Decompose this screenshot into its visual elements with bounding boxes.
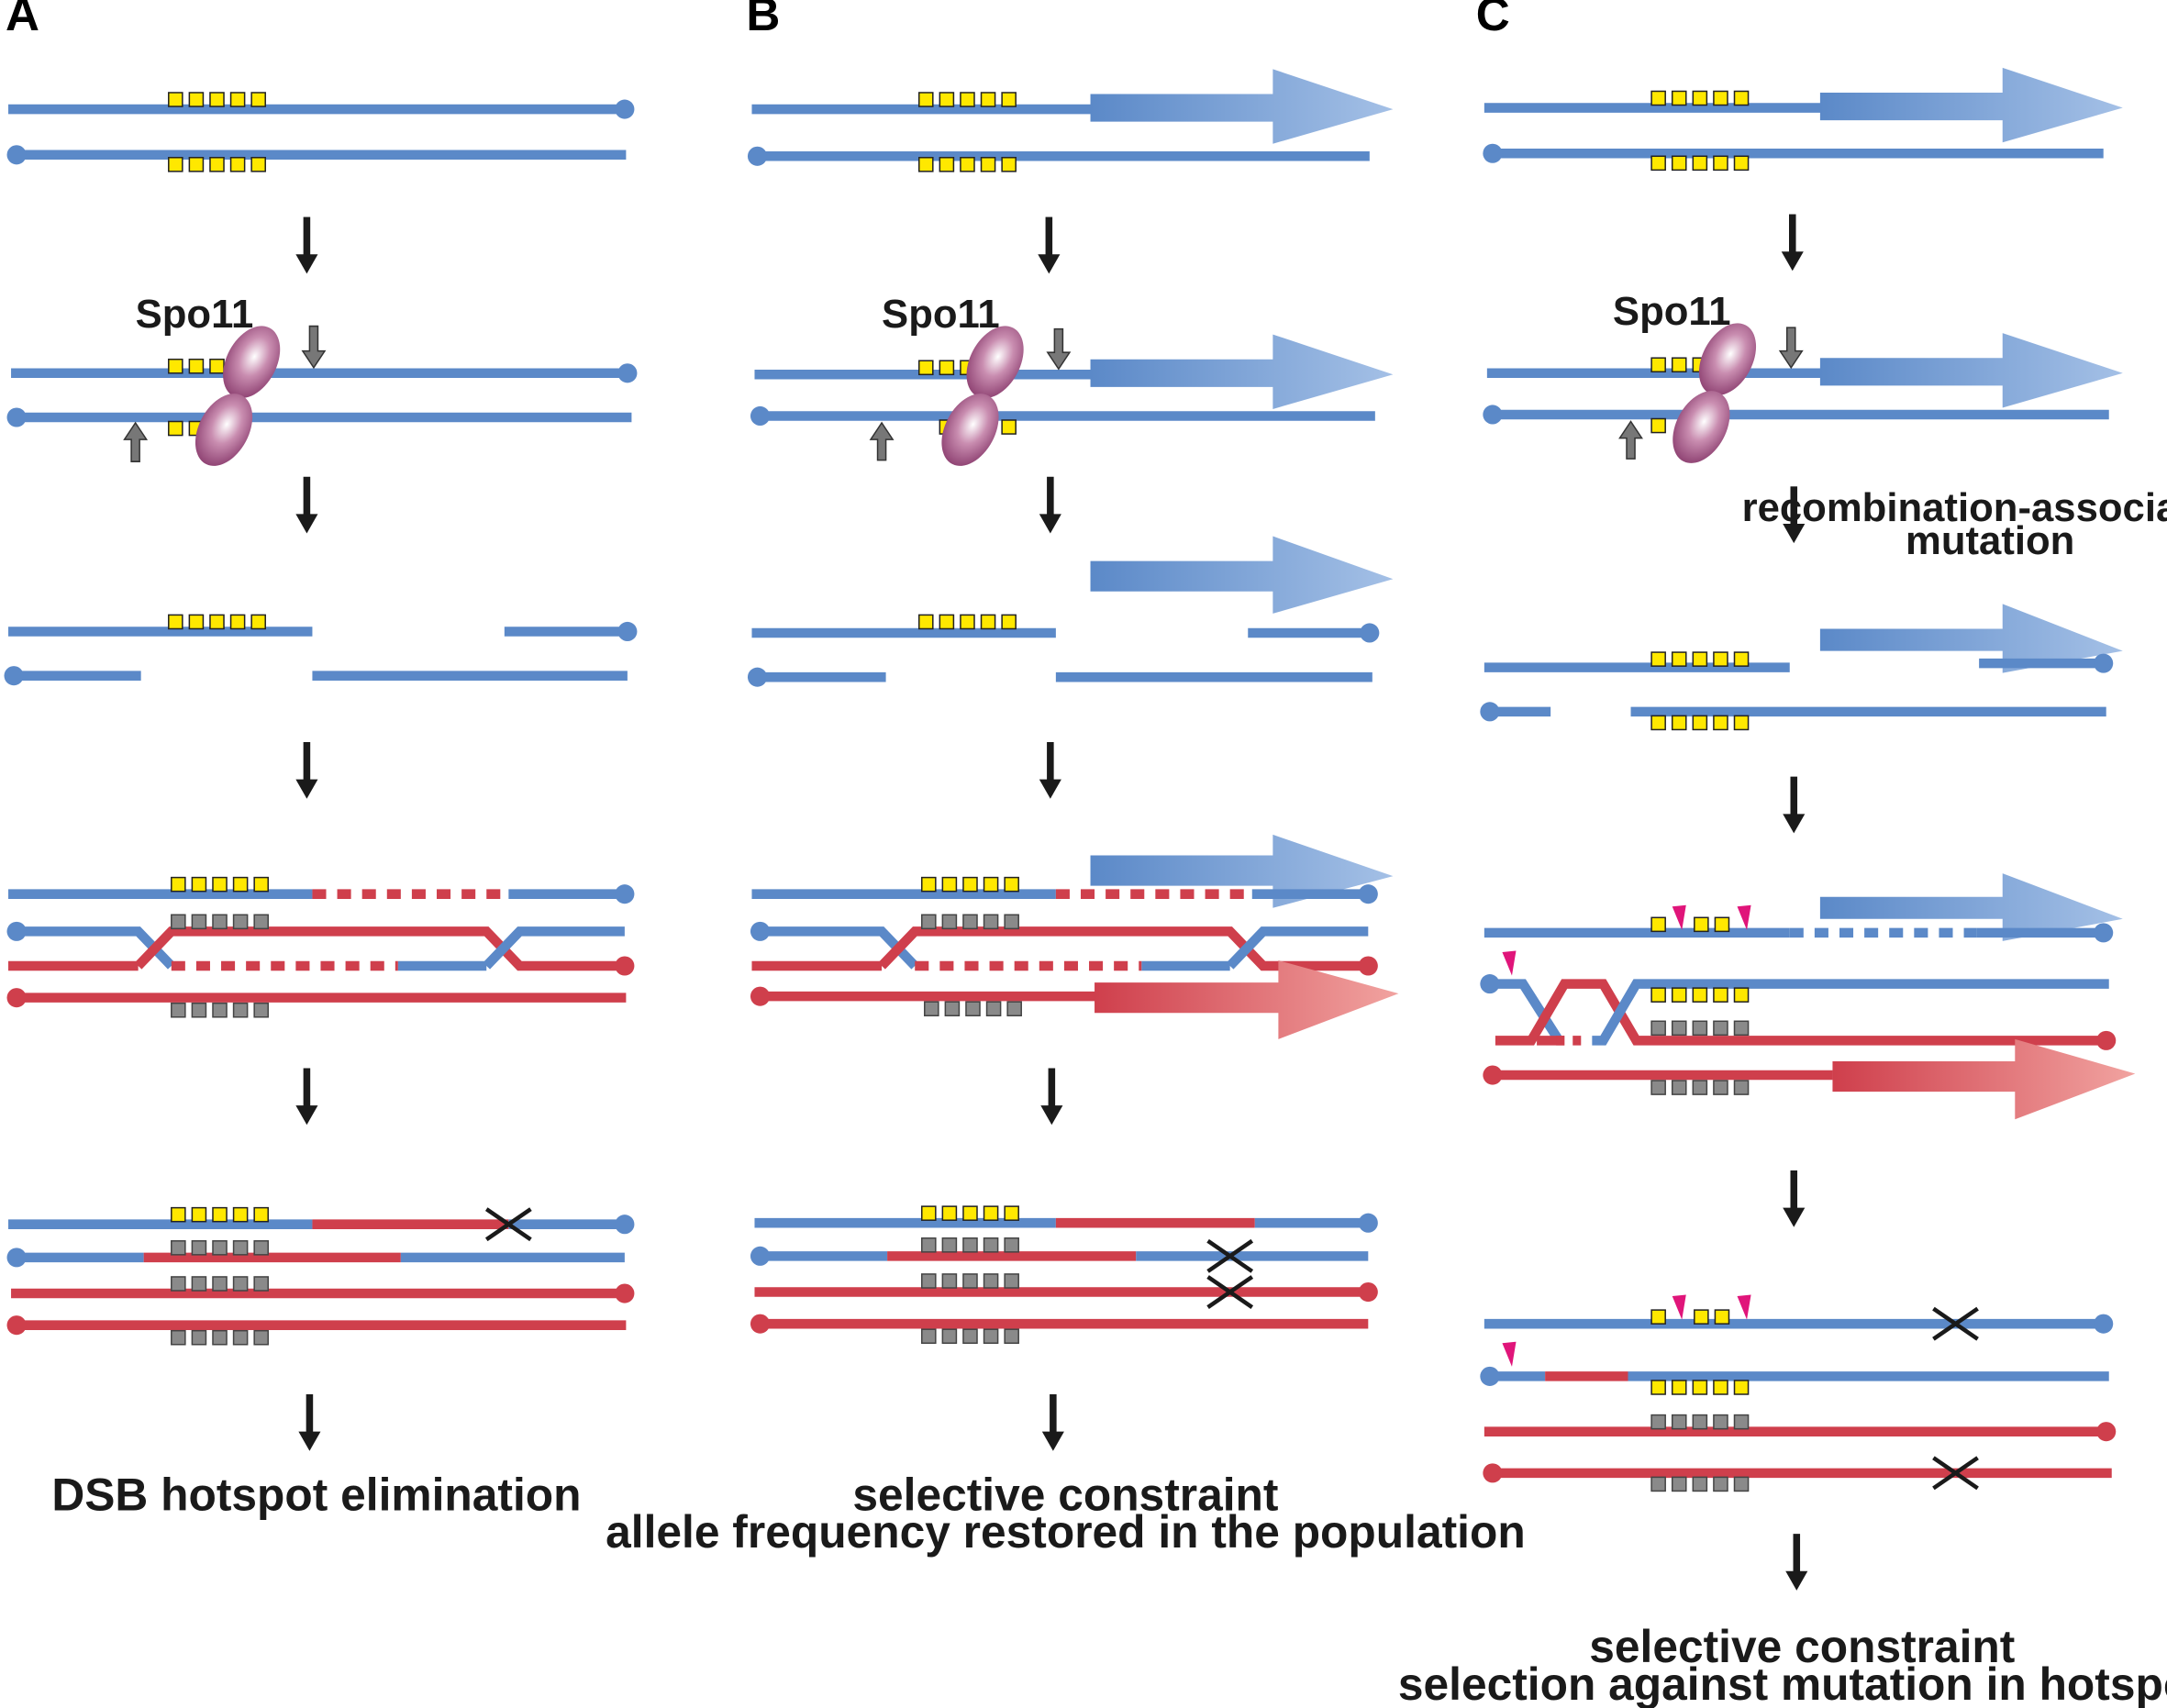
spo11-protein-icon [194,394,253,466]
down-arrow-icon [1039,741,1061,799]
down-arrow-icon [1783,1170,1806,1227]
panel-label-a: A [6,0,39,40]
spo11-protein-icon [966,326,1024,399]
panel-a-caption: DSB hotspot elimination [51,1470,581,1521]
down-arrow-icon [1038,216,1061,274]
b-step2-spo11: Spo11 [750,292,1394,466]
crossover-x-icon [484,1207,532,1242]
panel-a: A Spo11 [4,0,638,1521]
down-arrow-icon [295,216,318,274]
spo11-protein-icon [1672,391,1730,463]
crossover-x-icon [1932,1306,1979,1341]
cut-site-arrow-icon [869,421,895,461]
spo11-label: Spo11 [1613,289,1731,334]
hotspot-motif-row [168,92,266,172]
gene-arrow-icon [1095,959,1399,1039]
c-step3-dsb [1480,604,2123,731]
crossover-x-icon [1206,1238,1254,1273]
gene-arrow-icon [1832,1038,2136,1120]
recombination-mutation-label-line2: mutation [1906,518,2074,563]
panel-label-c: C [1476,0,1510,40]
panel-b-caption-line2: allele frequency restored in the populat… [606,1506,1526,1558]
cut-site-arrow-icon [123,421,149,462]
panel-label-b: B [746,0,780,40]
crossover-x-icon [1932,1456,1979,1491]
c-step2-spo11: Spo11 [1483,289,2123,463]
down-arrow-icon [295,1068,318,1126]
mutation-marker-icon [1737,904,1751,930]
gene-arrow-icon [1090,334,1394,409]
spo11-label: Spo11 [882,292,1000,337]
cut-site-arrow-icon [1046,327,1072,371]
cut-site-arrow-icon [1618,420,1643,460]
c-step4-repair-intermediate [1480,873,2136,1120]
mutation-marker-icon [1737,1294,1751,1320]
panel-b-caption-line1: selective constraint [852,1470,1278,1521]
b-step3-dsb [747,536,1394,687]
gene-arrow-icon [1819,873,2123,941]
c-step5-products [1480,1294,2117,1492]
a-step3-dsb [4,614,638,686]
a-step2-spo11: Spo11 [6,292,638,466]
gene-arrow-icon [1819,333,2123,408]
recombination-mutation-label-line1: recombination-associated [1742,485,2167,530]
panel-c-caption-line2: selection against mutation in hotspot [1398,1658,2167,1708]
spo11-label: Spo11 [136,292,254,337]
cut-site-arrow-icon [1778,327,1804,370]
b-step4-repair-intermediate [750,834,1399,1039]
down-arrow-icon [1040,1068,1063,1126]
b-step5-products [750,1205,1378,1345]
down-arrow-icon [295,476,318,534]
c-step1-chromosomes [1483,67,2123,172]
mutation-marker-icon [1672,1294,1686,1320]
mutation-marker-icon [1502,1341,1517,1367]
down-arrow-icon [1781,214,1804,272]
spo11-protein-icon [223,326,281,399]
panel-b: B Spo11 [606,0,1526,1558]
down-arrow-icon [298,1393,321,1451]
down-arrow-icon [1041,1393,1064,1451]
crossover-x-icon [1206,1275,1254,1309]
cut-site-arrow-icon [301,325,327,370]
gene-arrow-icon [1819,604,2123,673]
down-arrow-icon [295,741,318,799]
mutation-marker-icon [1672,904,1686,930]
panel-c: C Spo11 [1398,0,2167,1708]
gene-arrow-icon [1090,69,1394,144]
b-step1-chromosomes [747,69,1394,172]
mutation-marker-icon [1502,950,1517,976]
down-arrow-icon [1785,1534,1808,1591]
down-arrow-icon [1783,776,1806,834]
down-arrow-icon [1039,476,1061,534]
gene-arrow-icon [1090,536,1394,614]
panel-c-caption-line1: selective constraint [1589,1621,2015,1672]
a-step5-products [6,1206,635,1346]
spo11-protein-icon [1698,323,1757,396]
a-step1-chromosomes [6,92,635,172]
a-step4-repair-intermediate [6,876,635,1018]
spo11-protein-icon [941,394,999,466]
gene-arrow-icon [1819,67,2123,143]
